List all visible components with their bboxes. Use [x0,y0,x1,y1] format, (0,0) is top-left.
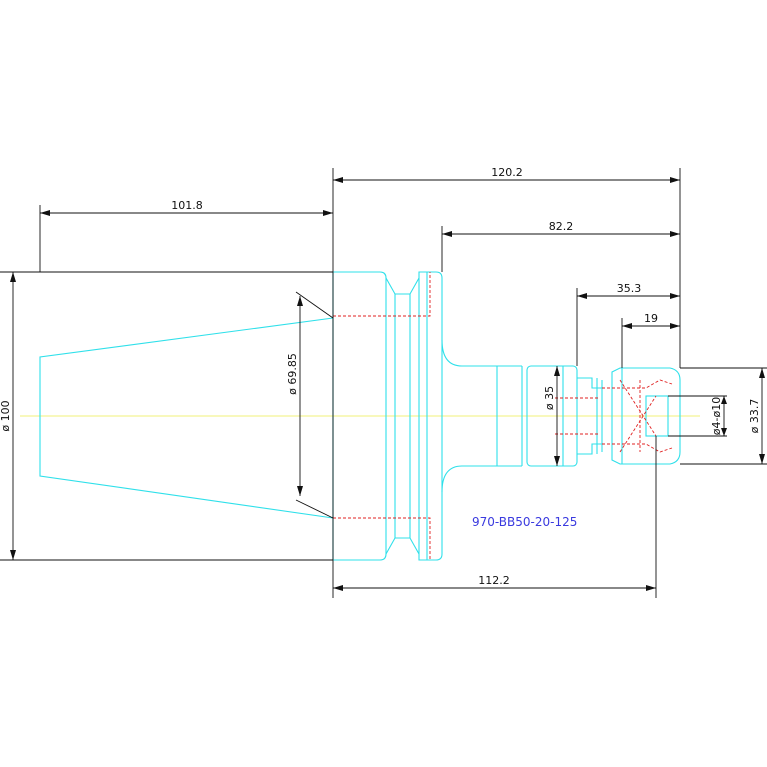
dim-taper-length: 101.8 [171,199,203,212]
arrow [577,293,587,299]
arrow [646,585,656,591]
dim-gauge-length: 112.2 [478,574,510,587]
arrow [759,368,765,378]
arrow [10,550,16,560]
dim-nut-length: 19 [644,312,658,325]
thread-bottom [577,443,602,455]
dimension-lines [0,168,767,598]
dimension-labels: 120.2 101.8 82.2 35.3 19 112.2 ø 100 ø 6… [0,166,761,587]
arrow [323,210,333,216]
arrow [554,366,560,376]
arrow [670,177,680,183]
hidden-cone-a [619,379,657,437]
arrow [622,323,632,329]
part-number: 970-BB50-20-125 [472,515,577,529]
arrow [670,293,680,299]
arrow [670,323,680,329]
arrow [554,456,560,466]
hidden-cone-b [619,395,657,453]
hidden-collet-bottom [602,443,673,453]
arrow [297,486,303,496]
arrow [759,454,765,464]
arrow [333,585,343,591]
dim-nut-diameter: ø 33.7 [748,399,761,434]
v-groove-top [385,277,420,295]
rear-flange-outline [418,271,443,561]
hidden-bottom-flange [333,517,431,560]
bore-outline [645,395,669,437]
dim-taper-diameter: ø 69.85 [286,353,299,395]
dim-overall-length: 120.2 [491,166,523,179]
hidden-lines [333,272,673,560]
hidden-collet-top [602,379,673,389]
arrow [721,396,727,404]
arrow [721,428,727,436]
neck-outline [441,339,498,493]
v-groove-bottom [385,537,420,555]
leader-taper-bottom [295,499,334,519]
dim-flange-diameter: ø 100 [0,400,12,431]
dim-collet-body-length: 35.3 [617,282,642,295]
taper-outline [39,317,334,519]
tool-holder-outline [39,271,681,561]
arrow [297,296,303,306]
thread-top [577,377,602,389]
arrow [40,210,50,216]
arrow [442,231,452,237]
collet-body-outline [526,365,578,467]
arrow [670,231,680,237]
dim-clamp-range: ø4-ø10 [710,397,723,435]
leader-taper-top [295,291,334,319]
arrow [333,177,343,183]
hidden-top-flange [333,272,431,317]
dim-shank-diameter: ø 35 [543,386,556,410]
arrow [10,272,16,282]
dim-flange-to-nose: 82.2 [549,220,574,233]
nut-outline [611,367,681,465]
